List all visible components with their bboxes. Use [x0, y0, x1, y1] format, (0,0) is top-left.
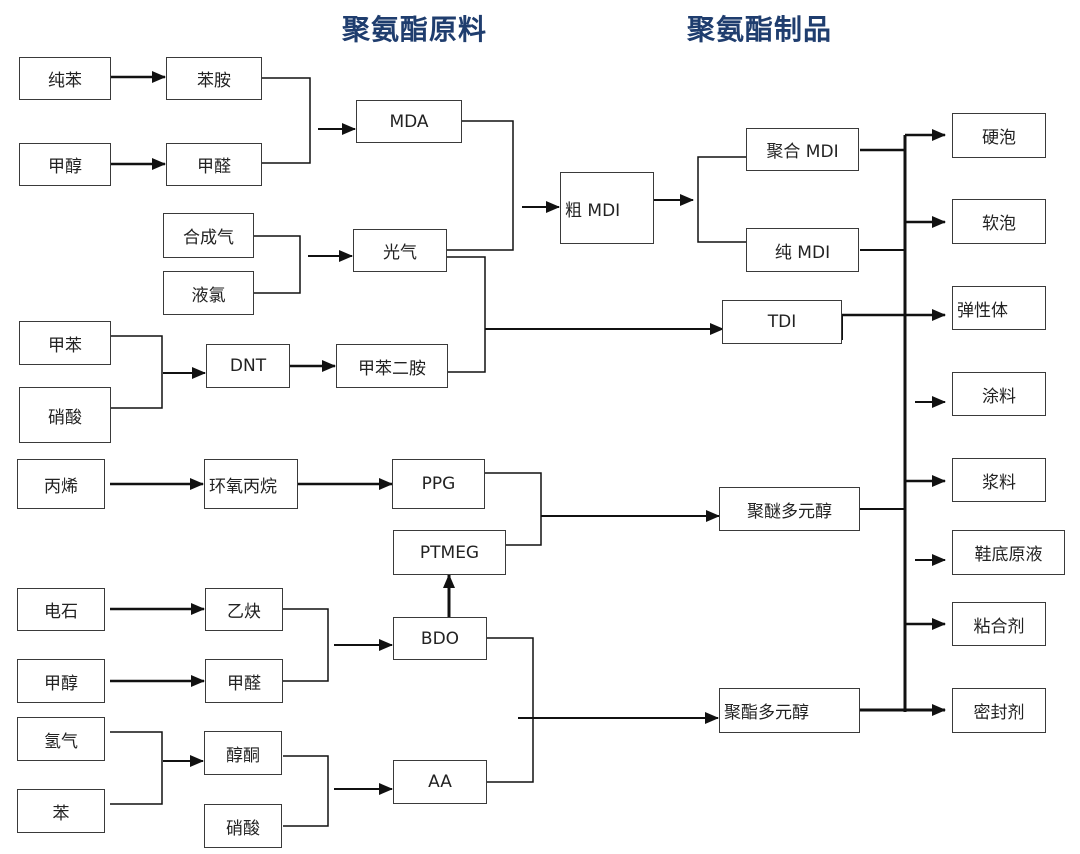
node-dianshi: 电石 — [17, 588, 105, 631]
node-dnt: DNT — [206, 344, 290, 388]
node-jiaquan-2: 甲醛 — [205, 659, 283, 703]
node-jiaquan: 甲醛 — [166, 143, 262, 186]
edge-mdi-split — [697, 156, 746, 243]
node-jiabenerAn: 甲苯二胺 — [336, 344, 448, 388]
node-mifengji: 密封剂 — [952, 688, 1046, 733]
title-products: 聚氨酯制品 — [687, 13, 833, 46]
edge-bdo-aa-join — [487, 637, 534, 783]
node-ppg: PPG — [392, 459, 485, 509]
edge-aa-join — [283, 755, 329, 827]
node-ruanpao: 软泡 — [952, 199, 1046, 244]
edge-gas-join — [252, 235, 301, 294]
node-nianheji: 粘合剂 — [952, 602, 1046, 646]
node-juimi: 聚醚多元醇 — [719, 487, 860, 531]
node-juhemdi: 聚合 MDI — [746, 128, 859, 171]
node-chuntong: 醇酮 — [204, 731, 282, 775]
node-jiangliao: 浆料 — [952, 458, 1046, 502]
node-juzhi: 聚酯多元醇 — [719, 688, 860, 733]
node-benan: 苯胺 — [166, 57, 262, 100]
node-bingxi: 丙烯 — [17, 459, 105, 509]
node-cumdi: 粗 MDI — [560, 172, 654, 244]
edge-phosgene-tda — [447, 256, 486, 373]
node-jiachun: 甲醇 — [19, 143, 111, 186]
node-ptmeg: PTMEG — [393, 530, 506, 575]
node-bdo: BDO — [393, 617, 487, 660]
edge-h2-join — [110, 731, 163, 805]
node-xiediyuanye: 鞋底原液 — [952, 530, 1065, 575]
node-aa: AA — [393, 760, 487, 804]
node-yingpao: 硬泡 — [952, 113, 1046, 158]
node-jiaben: 甲苯 — [19, 321, 111, 365]
node-guangqi: 光气 — [353, 229, 447, 272]
edge-benan-mda-join — [262, 77, 311, 164]
node-yelv: 液氯 — [163, 271, 254, 315]
node-qingqi: 氢气 — [17, 717, 105, 761]
node-tuliao: 涂料 — [952, 372, 1046, 416]
node-hechengqi: 合成气 — [163, 213, 254, 258]
node-jiachun-2: 甲醇 — [17, 659, 105, 703]
edge-bdo-join — [283, 608, 329, 682]
edge-toluene-join — [110, 335, 163, 409]
node-yique: 乙炔 — [205, 588, 283, 631]
node-chunben: 纯苯 — [19, 57, 111, 100]
node-tanxingti: 弹性体 — [952, 286, 1046, 330]
edge-ppg-ptmeg-join — [485, 472, 542, 546]
node-chunmdi: 纯 MDI — [746, 228, 859, 272]
edge-mda-crude — [447, 120, 514, 251]
node-xiaosuan-2: 硝酸 — [204, 804, 282, 848]
node-mda: MDA — [356, 100, 462, 143]
node-huanyangbingwan: 环氧丙烷 — [204, 459, 298, 509]
node-xiaosuan: 硝酸 — [19, 387, 111, 443]
title-raw-materials: 聚氨酯原料 — [342, 13, 488, 46]
node-ben: 苯 — [17, 789, 105, 833]
node-tdi: TDI — [722, 300, 842, 344]
